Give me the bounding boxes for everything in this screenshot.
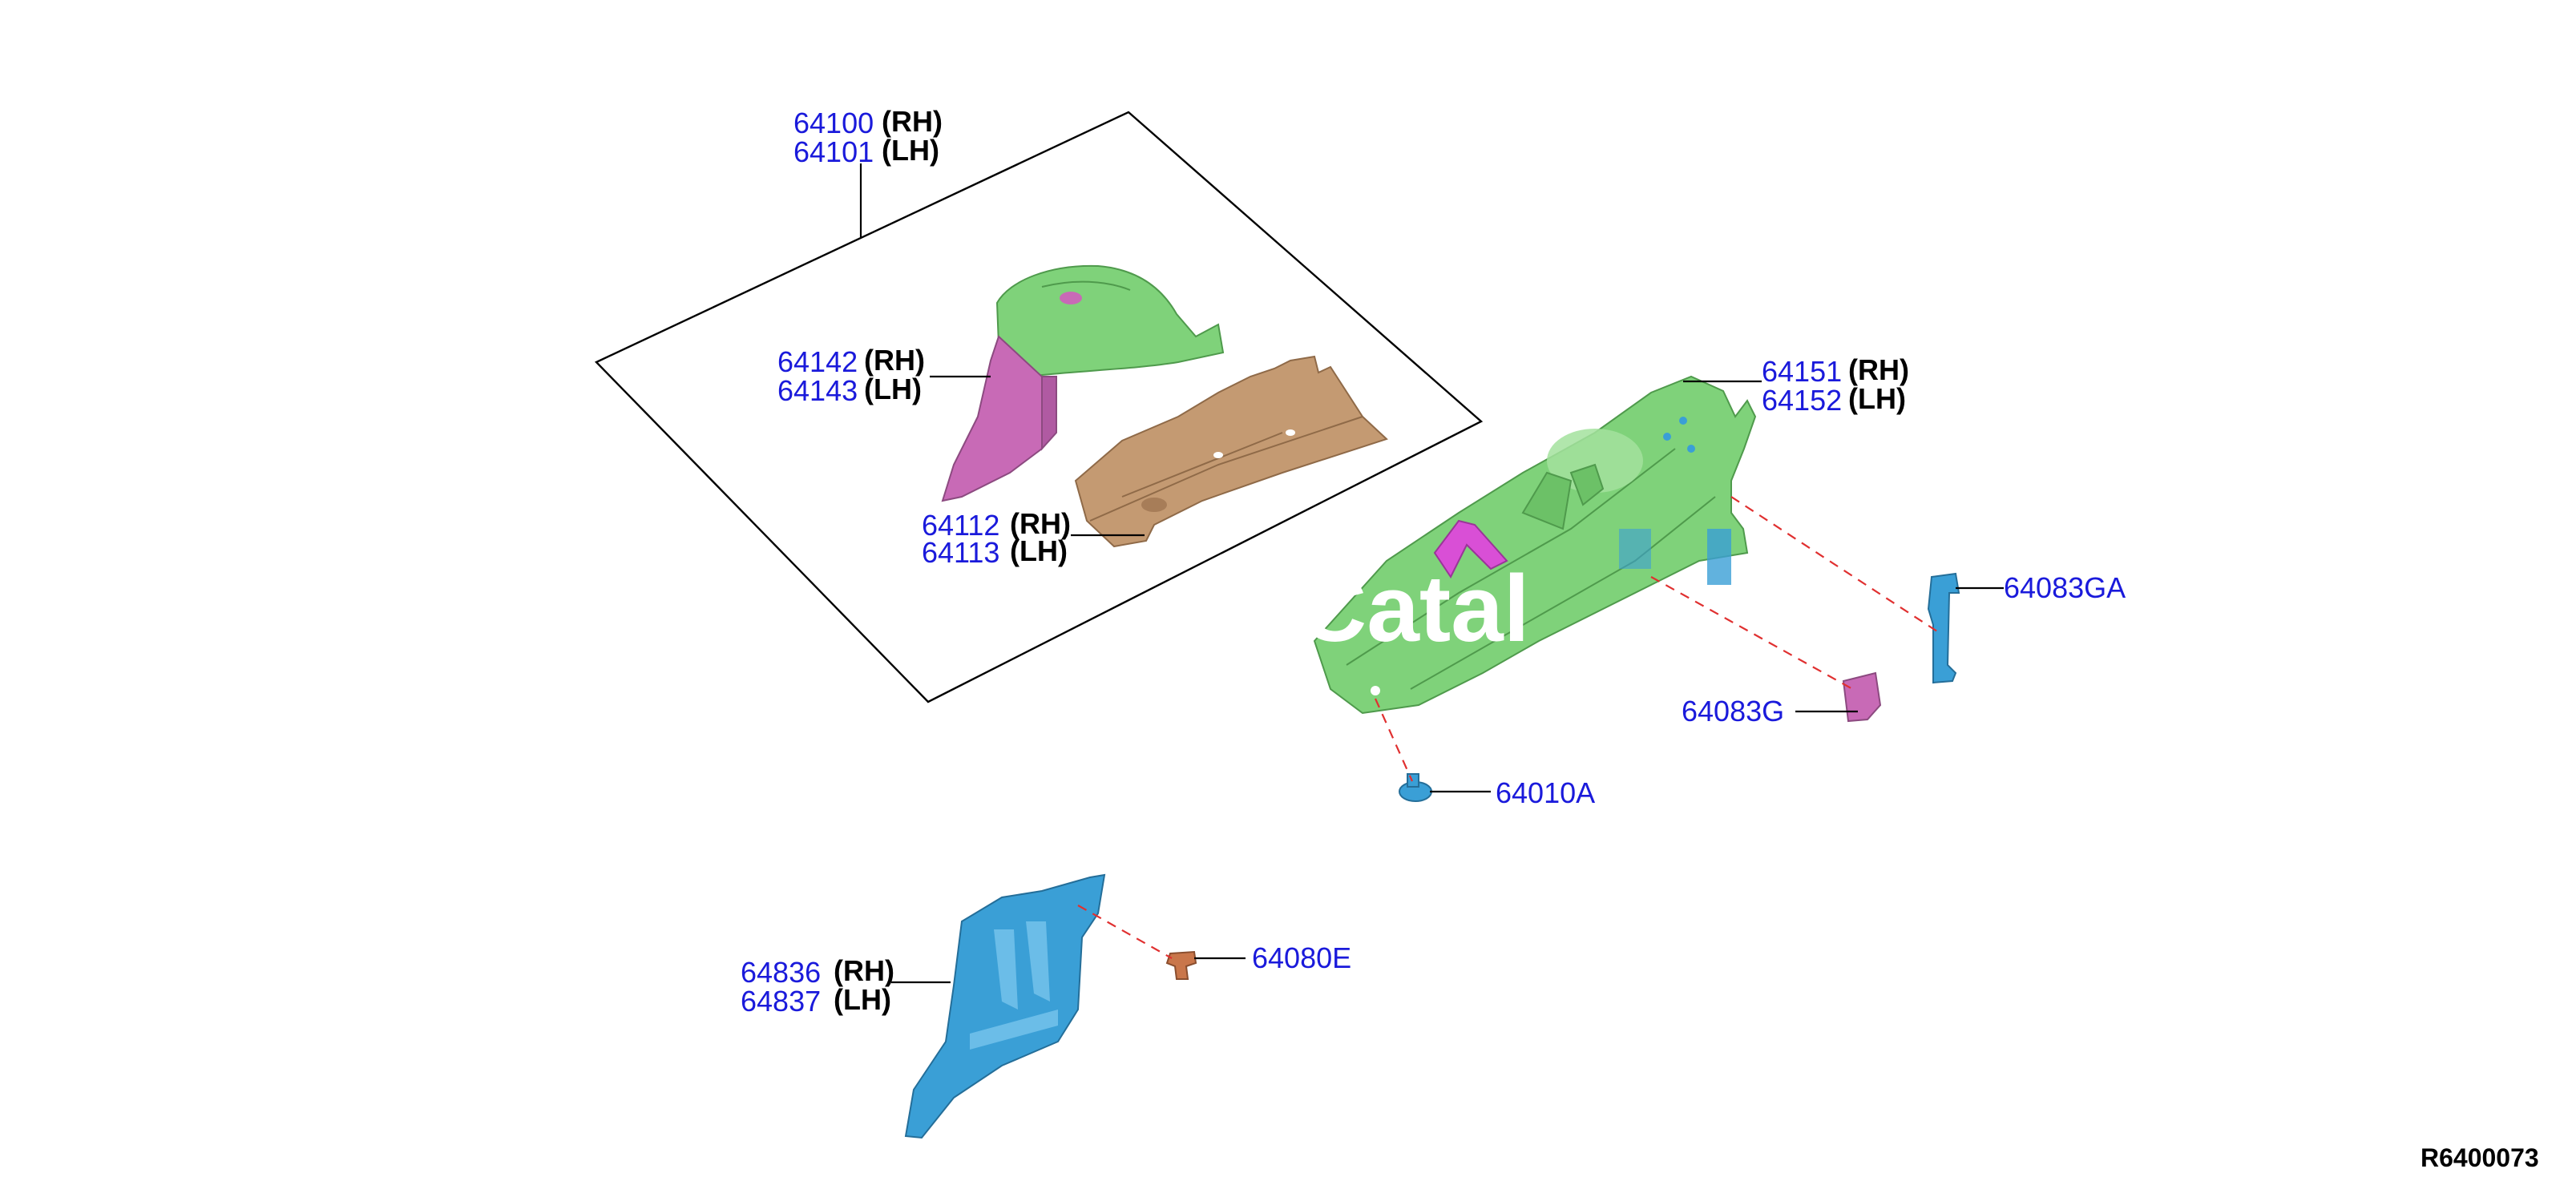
side-label: (LH) [1010,534,1068,567]
part-number[interactable]: 64113 [922,536,999,569]
side-label: (LH) [882,134,939,167]
side-label: (LH) [834,983,891,1016]
callout-64151-64152[interactable]: 64151 (RH) 64152 (LH) [1762,353,1909,417]
part-number[interactable]: 64080E [1252,941,1351,974]
dashed-line-64080E [1077,905,1173,959]
part-number[interactable]: 64836 [741,956,821,989]
part-number[interactable]: 64152 [1762,384,1842,417]
part-hoodledge-panel[interactable] [1313,375,1757,715]
part-number[interactable]: 64100 [793,107,874,139]
callout-64836-64837[interactable]: 64836 (RH) 64837 (LH) [741,954,894,1018]
part-splash-shield[interactable] [904,873,1106,1139]
part-number[interactable]: 64083GA [2004,571,2126,604]
callout-64080E[interactable]: 64080E [1252,941,1351,974]
side-label: (LH) [864,373,922,405]
callout-64112-64113[interactable]: 64112 (RH) 64113 (LH) [922,507,1071,569]
dashed-line-64010A [1374,698,1414,782]
part-number[interactable]: 64010A [1496,776,1595,809]
side-label: (RH) [1010,507,1071,540]
side-label: (RH) [1848,353,1909,386]
callout-64010A[interactable]: 64010A [1496,776,1595,809]
part-wheelhouse-inner[interactable] [941,264,1225,502]
part-number[interactable]: 64083G [1682,695,1784,728]
part-number[interactable]: 64151 [1762,355,1842,388]
part-bracket-64083G[interactable] [1842,671,1882,723]
part-number[interactable]: 64101 [793,135,874,168]
watermark: Catal [1298,556,1530,662]
part-bracket-64083GA[interactable] [1927,572,1960,684]
part-number[interactable]: 64112 [922,509,999,542]
side-label: (RH) [882,105,943,138]
part-number[interactable]: 64142 [777,345,858,378]
part-front-side-member[interactable] [1074,355,1388,548]
callout-64083GA[interactable]: 64083GA [2004,571,2126,604]
diagram-reference-code: R6400073 [2421,1143,2539,1172]
callout-64083G[interactable]: 64083G [1682,695,1784,728]
callout-64100-64101[interactable]: 64100 (RH) 64101 (LH) [793,105,943,168]
side-label: (LH) [1848,382,1906,415]
part-bolt-64080E[interactable] [1165,950,1197,980]
side-label: (RH) [834,954,894,987]
dashed-line-64083GA [1730,496,1940,634]
dashed-line-64083G [1650,576,1856,691]
side-label: (RH) [864,344,925,377]
assembly-frame [594,111,1484,703]
part-clip-64010A[interactable] [1399,773,1432,802]
part-number[interactable]: 64837 [741,985,821,1018]
callout-64142-64143[interactable]: 64142 (RH) 64143 (LH) [777,344,925,407]
part-number[interactable]: 64143 [777,374,858,407]
